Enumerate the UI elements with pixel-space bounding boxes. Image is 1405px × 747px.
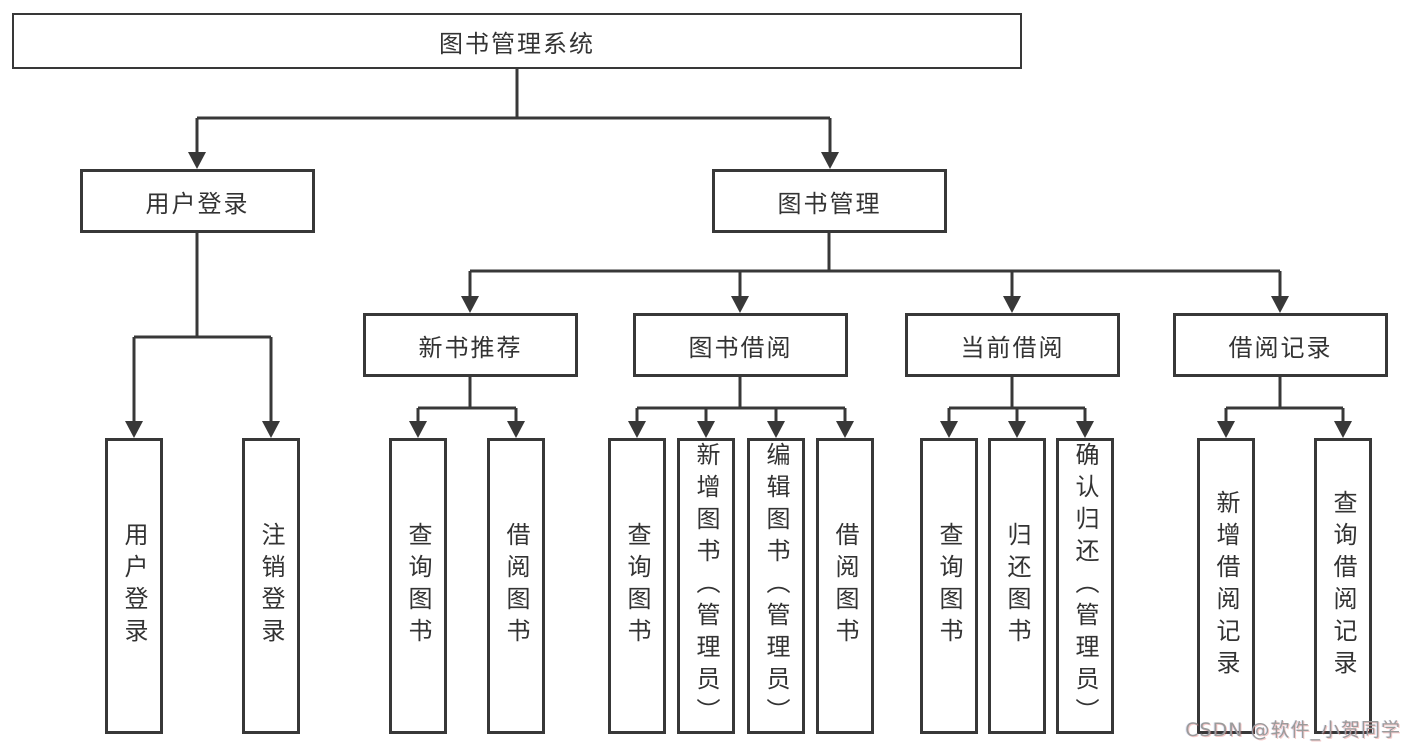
node-label: 查询图书: [623, 522, 651, 650]
node-new-book-recommend: 新书推荐: [363, 313, 578, 377]
leaf-logout: 注销登录: [242, 438, 300, 734]
node-label: 借阅图书: [831, 522, 859, 650]
node-label: 编辑图书（管理员）: [762, 442, 790, 730]
csdn-watermark: CSDN @软件_小贺同学: [1185, 719, 1401, 741]
node-label: 新书推荐: [418, 333, 523, 362]
node-book-management: 图书管理: [712, 169, 947, 233]
node-user-login: 用户登录: [80, 169, 315, 233]
leaf-recommend-query-book: 查询图书: [389, 438, 447, 734]
arrowheads: [125, 152, 1352, 438]
node-current-borrow: 当前借阅: [905, 313, 1120, 377]
node-borrow-record: 借阅记录: [1173, 313, 1388, 377]
node-label: 注销登录: [257, 522, 285, 650]
leaf-recommend-borrow-book: 借阅图书: [487, 438, 545, 734]
node-label: 图书借阅: [688, 333, 793, 362]
node-label: 借阅记录: [1228, 333, 1333, 362]
leaf-edit-book-admin: 编辑图书（管理员）: [747, 438, 805, 734]
leaf-add-book-admin: 新增图书（管理员）: [677, 438, 735, 734]
node-label: 查询图书: [404, 522, 432, 650]
node-label: 查询图书: [935, 522, 963, 650]
leaf-return-book: 归还图书: [988, 438, 1046, 734]
node-label: 查询借阅记录: [1329, 490, 1357, 682]
node-label: 新增图书（管理员）: [692, 442, 720, 730]
leaf-query-borrow-record: 查询借阅记录: [1314, 438, 1372, 734]
node-book-borrow: 图书借阅: [633, 313, 848, 377]
node-label: 新增借阅记录: [1212, 490, 1240, 682]
node-label: 用户登录: [120, 522, 148, 650]
leaf-borrow-book: 借阅图书: [816, 438, 874, 734]
node-label: 图书管理: [777, 189, 882, 218]
node-label: 当前借阅: [960, 333, 1065, 362]
leaf-confirm-return-admin: 确认归还（管理员）: [1056, 438, 1114, 734]
node-label: 图书管理系统: [439, 29, 595, 58]
node-label: 确认归还（管理员）: [1071, 442, 1099, 730]
node-label: 归还图书: [1003, 522, 1031, 650]
node-label: 用户登录: [145, 189, 250, 218]
node-label: 借阅图书: [502, 522, 530, 650]
leaf-add-borrow-record: 新增借阅记录: [1197, 438, 1255, 734]
node-library-management-system: 图书管理系统: [12, 13, 1022, 69]
leaf-current-query-book: 查询图书: [920, 438, 978, 734]
leaf-borrow-query-book: 查询图书: [608, 438, 666, 734]
leaf-user-login: 用户登录: [105, 438, 163, 734]
